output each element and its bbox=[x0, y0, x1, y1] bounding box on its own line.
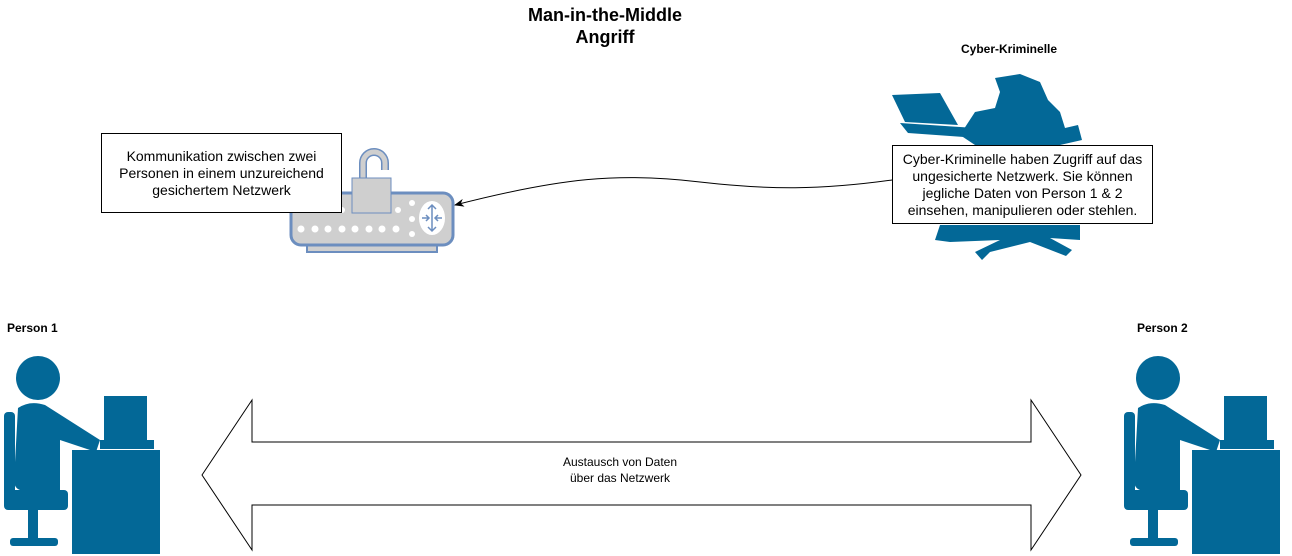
title-line-1: Man-in-the-Middle bbox=[528, 5, 682, 25]
open-padlock-icon bbox=[351, 148, 392, 214]
person-2-icon bbox=[1124, 356, 1280, 554]
attack-arrow bbox=[454, 176, 893, 207]
hacker-icon bbox=[892, 74, 1082, 260]
cyber-note: Cyber-Kriminelle haben Zugriff auf das u… bbox=[892, 145, 1153, 224]
person-1-icon bbox=[4, 356, 160, 554]
person-1-label: Person 1 bbox=[7, 321, 58, 335]
router-note: Kommunikation zwischen zwei Personen in … bbox=[101, 133, 342, 213]
diagram-title: Man-in-the-Middle Angriff bbox=[480, 4, 730, 48]
data-exchange-double-arrow bbox=[201, 398, 1082, 552]
person-2-label: Person 2 bbox=[1137, 321, 1188, 335]
exchange-label: Austausch von Daten über das Netzwerk bbox=[562, 455, 678, 485]
cyber-criminal-label: Cyber-Kriminelle bbox=[961, 42, 1058, 56]
title-line-2: Angriff bbox=[575, 27, 635, 47]
